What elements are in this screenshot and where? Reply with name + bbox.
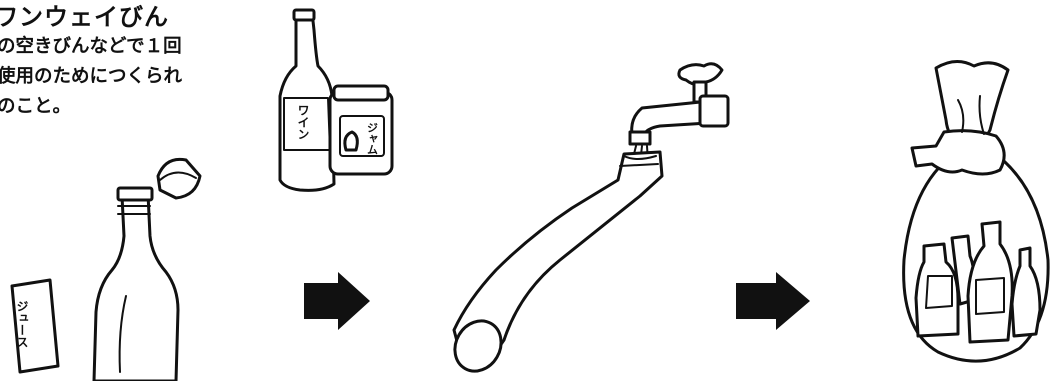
arrow-1 <box>304 272 370 330</box>
wine-bottle: ワイン <box>280 10 334 190</box>
recycling-bag <box>904 61 1049 361</box>
rinsing-bottle <box>446 152 662 380</box>
juice-label: ジュース <box>15 300 29 348</box>
bottle-cap <box>158 159 200 198</box>
faucet <box>630 64 728 144</box>
jam-label: ジャム <box>366 122 379 155</box>
arrow-2 <box>736 272 810 330</box>
wine-label: ワイン <box>296 104 310 140</box>
empty-bottle <box>94 188 178 381</box>
juice-carton: ジュース <box>12 280 58 372</box>
jam-jar: ジャム <box>330 86 392 174</box>
